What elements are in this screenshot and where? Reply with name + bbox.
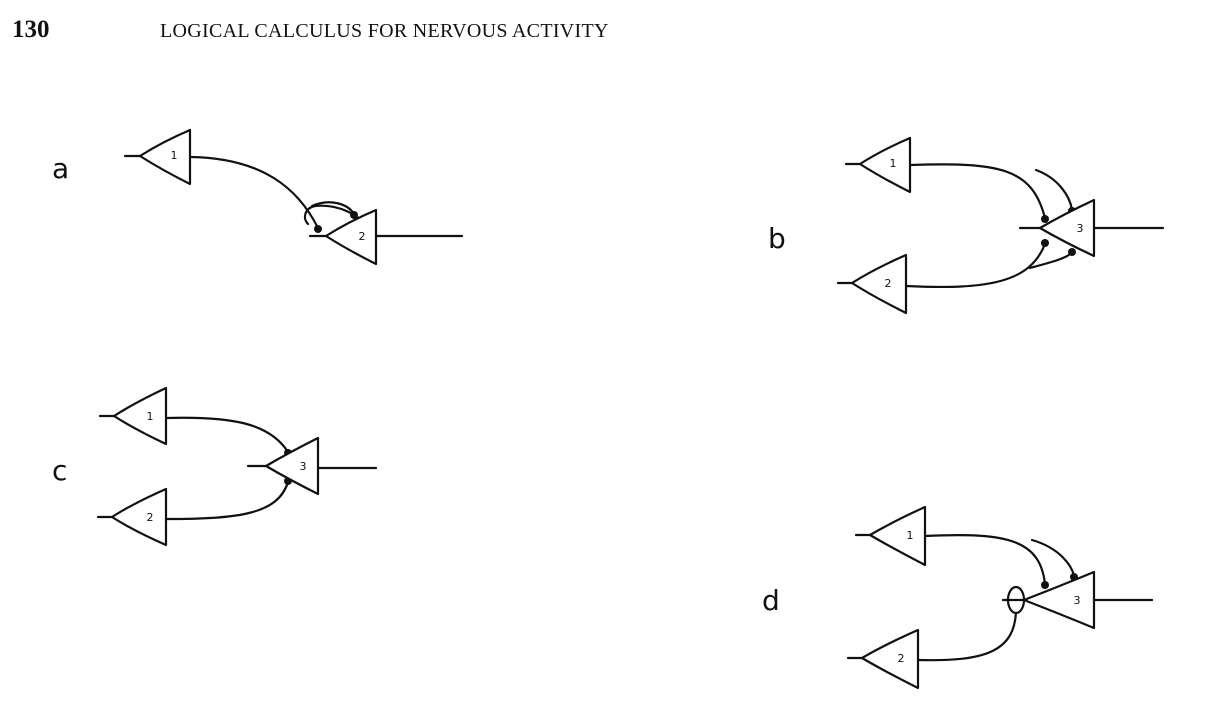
page-number: 130 — [12, 16, 50, 43]
axon-2 — [164, 480, 290, 521]
neuron-label-1: 1 — [907, 529, 914, 542]
axon-1 — [164, 416, 290, 454]
neuron-body-3 — [264, 436, 320, 496]
panel-b: b 1 2 3 — [768, 136, 1165, 315]
excitatory-synapse — [1068, 248, 1076, 256]
neuron-body-2 — [860, 628, 920, 690]
neuron-body-1 — [868, 505, 927, 567]
neuron-body-3 — [1038, 198, 1096, 258]
axon-1-branch — [1034, 168, 1074, 212]
axon-1-branch — [1030, 538, 1076, 578]
panel-label-d: d — [762, 584, 780, 617]
excitatory-synapse — [314, 225, 322, 233]
neuron-label-1: 1 — [171, 149, 178, 162]
neuron-label-3: 3 — [1077, 222, 1084, 235]
axon-1 — [188, 155, 320, 230]
neuron-label-2: 2 — [898, 652, 905, 665]
panel-c: c 1 2 3 — [52, 386, 378, 547]
neuron-body-2 — [110, 487, 168, 547]
neuron-body-1 — [112, 386, 168, 446]
neuron-body-1 — [138, 128, 192, 186]
axon-1 — [908, 163, 1047, 220]
neuron-label-2: 2 — [885, 277, 892, 290]
panel-label-b: b — [768, 222, 786, 255]
neuron-body-3 — [1022, 570, 1096, 630]
neuron-body-1 — [858, 136, 912, 194]
neuron-label-2: 2 — [147, 511, 154, 524]
panel-a: a 1 2 — [52, 128, 464, 266]
axon-2 — [904, 242, 1047, 289]
neuron-label-3: 3 — [1074, 594, 1081, 607]
excitatory-synapse — [1041, 581, 1049, 589]
excitatory-synapse — [350, 211, 358, 219]
neuron-label-3: 3 — [300, 460, 307, 473]
running-title: LOGICAL CALCULUS FOR NERVOUS ACTIVITY — [160, 20, 609, 42]
neuron-body-2 — [324, 208, 378, 266]
panel-label-c: c — [52, 454, 67, 487]
neuron-label-2: 2 — [359, 230, 366, 243]
axon-1 — [923, 533, 1047, 586]
neuron-label-1: 1 — [147, 410, 154, 423]
panel-label-a: a — [52, 152, 69, 185]
neuron-label-1: 1 — [890, 157, 897, 170]
axon-2 — [916, 610, 1018, 662]
excitatory-synapse — [1041, 215, 1049, 223]
excitatory-synapse — [1041, 239, 1049, 247]
panel-d: d 1 2 3 — [762, 505, 1154, 690]
neuron-body-2 — [850, 253, 908, 315]
